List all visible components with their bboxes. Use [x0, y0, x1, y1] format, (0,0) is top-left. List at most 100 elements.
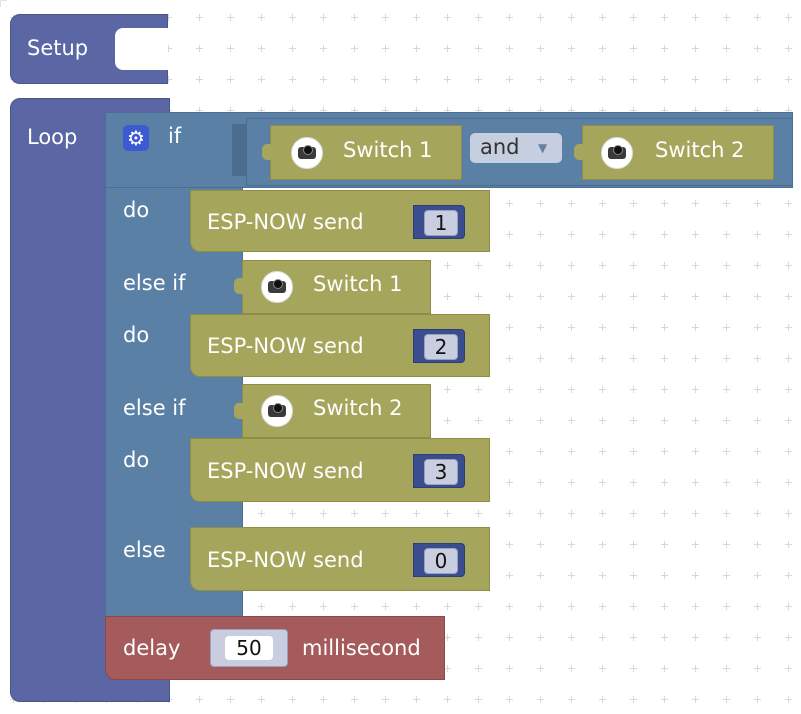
setup-statement-slot[interactable]: [115, 28, 168, 70]
grid-dot: [599, 262, 606, 269]
number-field[interactable]: 3: [424, 459, 458, 485]
grid-dot: [444, 386, 451, 393]
grid-dot: [382, 510, 389, 517]
grid-dot: [661, 448, 668, 455]
number-field[interactable]: 0: [424, 548, 458, 574]
grid-dot: [227, 76, 234, 83]
grid-dot: [754, 262, 761, 269]
grid-dot: [475, 603, 482, 610]
grid-dot: [692, 696, 699, 703]
grid-dot: [723, 231, 730, 238]
grid-dot: [568, 417, 575, 424]
grid-dot: [785, 386, 792, 393]
grid-dot: [754, 293, 761, 300]
switch-2-elseif-block[interactable]: Switch 2: [242, 384, 431, 438]
grid-dot: [661, 293, 668, 300]
switch-1-elseif-block[interactable]: Switch 1: [242, 260, 431, 314]
grid-dot: [692, 510, 699, 517]
grid-dot: [630, 665, 637, 672]
espnow-send-block[interactable]: ESP-NOW send 3: [190, 438, 490, 502]
grid-dot: [754, 386, 761, 393]
grid-dot: [692, 262, 699, 269]
grid-dot: [754, 665, 761, 672]
switch-2-condition-block[interactable]: Switch 2: [582, 125, 774, 180]
grid-dot: [537, 479, 544, 486]
switch-2-elseif-connector: [234, 403, 243, 419]
grid-dot: [661, 510, 668, 517]
grid-dot: [568, 293, 575, 300]
grid-dot: [537, 417, 544, 424]
grid-dot: [537, 76, 544, 83]
grid-dot: [692, 200, 699, 207]
switch-1-condition-block[interactable]: Switch 1: [270, 125, 462, 180]
grid-dot: [506, 479, 513, 486]
grid-dot: [444, 665, 451, 672]
number-block[interactable]: 2: [413, 329, 465, 363]
grid-dot: [568, 355, 575, 362]
espnow-send-block[interactable]: ESP-NOW send 1: [190, 190, 490, 252]
grid-dot: [444, 603, 451, 610]
grid-dot: [754, 107, 761, 114]
grid-dot: [630, 355, 637, 362]
grid-dot: [289, 107, 296, 114]
switch-2-elseif-label: Switch 2: [313, 396, 403, 420]
gear-icon[interactable]: ⚙: [123, 125, 149, 151]
grid-dot: [723, 76, 730, 83]
grid-dot: [723, 448, 730, 455]
number-block[interactable]: 0: [413, 543, 465, 577]
grid-dot: [661, 572, 668, 579]
grid-dot: [630, 76, 637, 83]
grid-dot: [444, 14, 451, 21]
grid-dot: [661, 386, 668, 393]
grid-dot: [506, 324, 513, 331]
number-field[interactable]: 1: [424, 210, 458, 236]
operator-dropdown[interactable]: and ▼: [470, 133, 562, 163]
delay-block[interactable]: delay 50 millisecond: [105, 616, 445, 680]
grid-dot: [475, 76, 482, 83]
operator-label: and: [480, 135, 520, 159]
grid-dot: [537, 696, 544, 703]
delay-number-block[interactable]: 50: [210, 629, 288, 667]
espnow-send-block[interactable]: ESP-NOW send 0: [190, 527, 490, 591]
grid-dot: [599, 386, 606, 393]
grid-dot: [506, 14, 513, 21]
grid-dot: [382, 45, 389, 52]
delay-value-field[interactable]: 50: [225, 636, 273, 660]
grid-dot: [568, 665, 575, 672]
grid-dot: [506, 541, 513, 548]
espnow-send-label: ESP-NOW send: [207, 459, 364, 483]
grid-dot: [258, 76, 265, 83]
grid-dot: [537, 572, 544, 579]
grid-dot: [475, 107, 482, 114]
grid-dot: [475, 417, 482, 424]
grid-dot: [568, 696, 575, 703]
grid-dot: [506, 603, 513, 610]
grid-dot: [630, 696, 637, 703]
grid-dot: [413, 76, 420, 83]
grid-dot: [785, 541, 792, 548]
setup-label: Setup: [27, 36, 89, 60]
grid-dot: [320, 45, 327, 52]
number-block[interactable]: 3: [413, 454, 465, 488]
grid-dot: [661, 14, 668, 21]
grid-dot: [692, 479, 699, 486]
grid-dot: [568, 262, 575, 269]
grid-dot: [568, 634, 575, 641]
grid-dot: [599, 696, 606, 703]
grid-dot: [444, 510, 451, 517]
espnow-send-block[interactable]: ESP-NOW send 2: [190, 314, 490, 377]
grid-dot: [599, 603, 606, 610]
grid-dot: [630, 603, 637, 610]
number-field[interactable]: 2: [424, 334, 458, 360]
grid-dot: [599, 293, 606, 300]
switch-1-elseif-connector: [234, 278, 243, 294]
grid-dot: [692, 14, 699, 21]
grid-dot: [630, 572, 637, 579]
grid-dot: [692, 572, 699, 579]
number-block[interactable]: 1: [413, 205, 465, 239]
grid-dot: [568, 45, 575, 52]
grid-dot: [661, 107, 668, 114]
grid-dot: [351, 510, 358, 517]
grid-dot: [196, 107, 203, 114]
grid-dot: [382, 603, 389, 610]
